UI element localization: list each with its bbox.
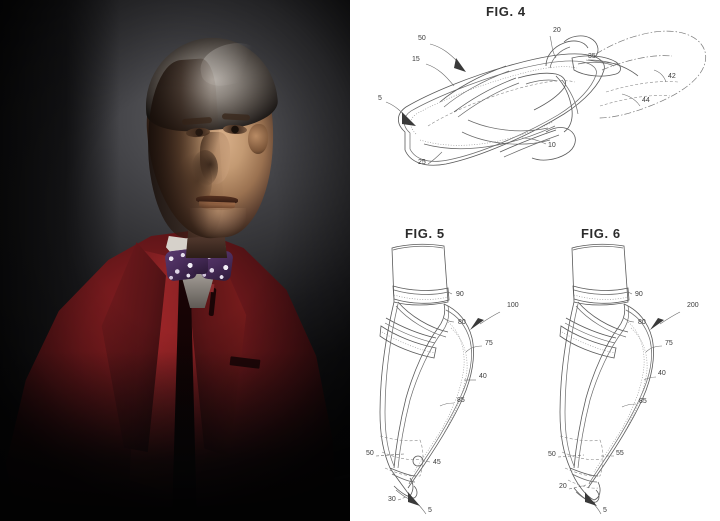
reference-numeral: 20	[559, 483, 567, 490]
backdrop-shadow-bottom	[0, 351, 350, 521]
reference-numeral: 35	[588, 53, 596, 60]
figure-4-title: FIG. 4	[486, 4, 526, 19]
reference-numeral: 40	[658, 370, 666, 377]
fig6-leader-lines	[557, 291, 681, 515]
figure-4-drawing: 50 20 15 35 5 42 44 10 25	[378, 27, 706, 166]
reference-numeral: 5	[603, 507, 607, 514]
reference-numeral: 10	[548, 142, 556, 149]
reference-numeral: 90	[456, 291, 464, 298]
figure-5-title: FIG. 5	[405, 226, 445, 241]
reference-numeral: 40	[479, 373, 487, 380]
reference-numeral: 75	[665, 340, 673, 347]
reference-numeral: 100	[507, 302, 519, 309]
reference-numeral: 90	[635, 291, 643, 298]
reference-numeral: 85	[639, 398, 647, 405]
reference-numeral: 42	[668, 73, 676, 80]
fig5-leader-lines	[375, 291, 501, 515]
reference-numeral: 50	[366, 450, 374, 457]
reference-numeral: 25	[418, 159, 426, 166]
fig4-geometry	[397, 30, 706, 166]
figure-6-drawing: 90 80 200 75 40 85 50 55 20 5	[548, 243, 699, 515]
fig4-leader-lines	[385, 35, 667, 165]
figure-6-title: FIG. 6	[581, 226, 621, 241]
ear	[248, 124, 268, 154]
reference-numeral: 20	[553, 27, 561, 34]
reference-numeral: 80	[638, 319, 646, 326]
reference-numeral: 80	[458, 319, 466, 326]
figure-5-drawing: 90 80 100 75 40 85 50 45 30 5	[366, 243, 519, 515]
fig6-reference-numerals: 90 80 200 75 40 85 50 55 20 5	[548, 291, 699, 514]
reference-numeral: 5	[428, 507, 432, 514]
reference-numeral: 200	[687, 302, 699, 309]
speaker-photograph	[0, 0, 350, 521]
reference-numeral: 50	[418, 35, 426, 42]
reference-numeral: 15	[412, 56, 420, 63]
patent-drawing-sheet: FIG. 4 FIG. 5 FIG. 6	[350, 0, 718, 521]
reference-numeral: 55	[616, 450, 624, 457]
reference-numeral: 45	[433, 459, 441, 466]
reference-numeral: 85	[457, 397, 465, 404]
reference-numeral: 75	[485, 340, 493, 347]
fig6-geometry	[559, 243, 654, 504]
fig5-reference-numerals: 90 80 100 75 40 85 50 45 30 5	[366, 291, 519, 514]
fig5-geometry	[379, 243, 474, 501]
reference-numeral: 5	[378, 95, 382, 102]
reference-numeral: 50	[548, 451, 556, 458]
reference-numeral: 30	[388, 496, 396, 503]
reference-numeral: 44	[642, 97, 650, 104]
fig4-reference-numerals: 50 20 15 35 5 42 44 10 25	[378, 27, 676, 166]
